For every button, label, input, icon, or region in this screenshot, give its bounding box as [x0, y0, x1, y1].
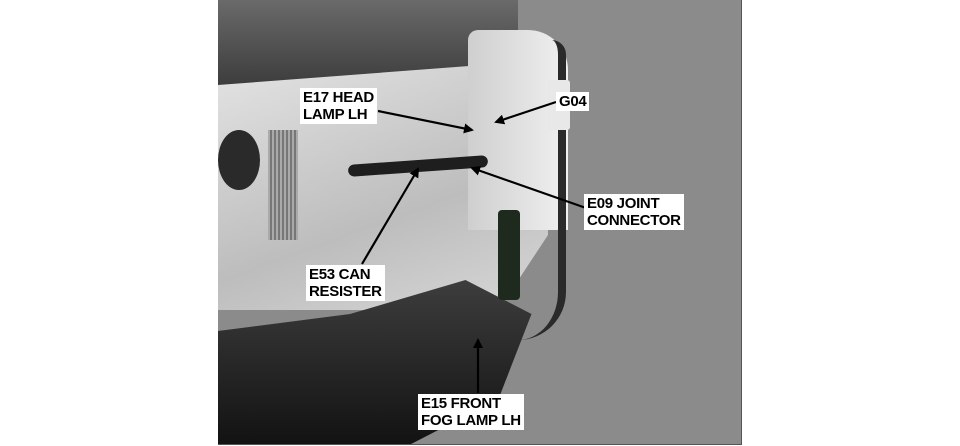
- arrow-e09: [470, 165, 587, 210]
- callout-text: G04: [559, 93, 587, 110]
- arrow-e17: [377, 109, 474, 134]
- callout-e09-joint-connector: E09 JOINT CONNECTOR: [584, 194, 684, 230]
- callout-e53-can-resister: E53 CAN RESISTER: [306, 265, 385, 301]
- callout-text: E17 HEAD: [303, 89, 374, 106]
- arrow-e53: [361, 167, 420, 265]
- callout-text: CONNECTOR: [587, 212, 681, 229]
- callout-text: FOG LAMP LH: [421, 412, 521, 429]
- callout-text: E15 FRONT: [421, 395, 501, 412]
- callout-text: E09 JOINT: [587, 195, 660, 212]
- callout-g04: G04: [556, 92, 590, 111]
- wheel-liner: [518, 40, 566, 340]
- callout-text: LAMP LH: [303, 106, 368, 123]
- washer-tank: [498, 210, 520, 300]
- arrow-g04: [494, 100, 557, 125]
- callout-text: RESISTER: [309, 283, 382, 300]
- horn: [218, 130, 260, 190]
- callout-text: E53 CAN: [309, 266, 371, 283]
- callout-e15-front-fog-lamp-lh: E15 FRONT FOG LAMP LH: [418, 394, 524, 430]
- callout-e17-head-lamp-lh: E17 HEAD LAMP LH: [300, 88, 377, 124]
- condenser: [268, 130, 298, 240]
